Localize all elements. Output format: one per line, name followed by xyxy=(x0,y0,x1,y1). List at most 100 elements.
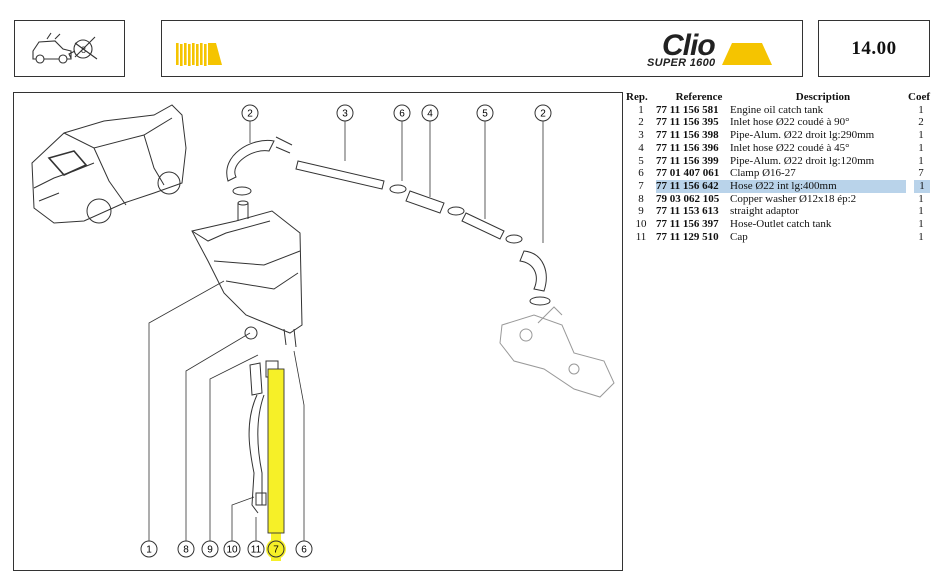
callout-circle xyxy=(393,104,411,122)
row-reference: 77 11 156 397 xyxy=(656,218,719,231)
table-row[interactable]: 1 77 11 156 581 Engine oil catch tank 1 xyxy=(626,104,936,117)
row-rep: 5 xyxy=(638,154,644,167)
callout-number: 7 xyxy=(273,545,279,556)
row-reference: 77 11 156 395 xyxy=(656,116,719,129)
callout-number: 4 xyxy=(427,109,433,120)
table-row[interactable]: 4 77 11 156 396 Inlet hose Ø22 coudé à 45°… xyxy=(626,142,936,155)
table-row[interactable]: 9 77 11 153 613 straight adaptor 1 xyxy=(626,205,936,218)
callout-circle xyxy=(421,104,439,122)
page-number-box: 14.00 xyxy=(818,20,930,77)
row-description: Engine oil catch tank xyxy=(730,103,824,116)
row-rep: 3 xyxy=(638,129,644,142)
highlighted-hose-7 xyxy=(266,368,286,561)
row-coef: 7 xyxy=(918,167,924,180)
row-rep: 9 xyxy=(638,205,644,218)
stripe-mark xyxy=(188,44,191,66)
callout-marker: 7 xyxy=(267,540,285,558)
callout-number: 6 xyxy=(399,109,405,120)
parts-table-header: Rep. Reference Description Coef xyxy=(626,91,936,104)
callout-marker: 11 xyxy=(247,540,265,558)
row-description: straight adaptor xyxy=(730,205,799,218)
brand-stripes-icon xyxy=(176,43,772,66)
callout-number: 2 xyxy=(247,109,253,120)
row-coef: 1 xyxy=(914,179,930,193)
callout-circle xyxy=(223,540,241,558)
row-coef: 1 xyxy=(918,218,924,231)
brand-logo-text: Clio xyxy=(662,29,716,62)
callout-marker: 6 xyxy=(393,104,411,122)
stripe-mark xyxy=(180,44,183,66)
row-reference: 77 11 153 613 xyxy=(656,205,719,218)
row-coef: 1 xyxy=(918,103,924,116)
callout-number: 6 xyxy=(301,545,307,556)
top-hose-assembly xyxy=(226,136,551,306)
callout-number: 10 xyxy=(226,545,238,556)
row-description: Hose-Outlet catch tank xyxy=(730,218,832,231)
callout-circle xyxy=(476,104,494,122)
svg-text:8: 8 xyxy=(81,45,86,55)
stripe-mark xyxy=(200,43,203,65)
row-reference: 77 11 156 581 xyxy=(656,103,719,116)
stripe-mark xyxy=(204,44,207,66)
table-row[interactable]: 10 77 11 156 397 Hose-Outlet catch tank 1 xyxy=(626,218,936,231)
stripe-mark xyxy=(196,44,199,66)
row-rep: 6 xyxy=(638,167,644,180)
brand-banner xyxy=(161,20,803,77)
callout-circle xyxy=(295,540,313,558)
callout-circle xyxy=(534,104,552,122)
callout-marker: 8 xyxy=(177,540,195,558)
stripe-mark xyxy=(722,43,772,65)
row-coef: 1 xyxy=(918,205,924,218)
callout-number: 2 xyxy=(540,109,546,120)
engine-section-icon: 8 xyxy=(32,32,98,64)
row-reference: 77 11 156 396 xyxy=(656,141,719,154)
header-description: Description xyxy=(795,91,851,103)
callout-number: 11 xyxy=(251,545,262,556)
header-rep: Rep. xyxy=(626,91,648,103)
callout-marker: 4 xyxy=(421,104,439,122)
page-number: 14.00 xyxy=(851,37,897,59)
callout-marker: 2 xyxy=(241,104,259,122)
row-description: Clamp Ø16-27 xyxy=(730,167,796,180)
row-description: Hose Ø22 int lg:400mm xyxy=(730,179,906,193)
row-coef: 1 xyxy=(918,129,924,142)
brand-logo-subtitle: SUPER 1600 xyxy=(647,57,716,69)
callout-circle xyxy=(177,540,195,558)
parts-table: Rep. Reference Description Coef 1 77 11 1… xyxy=(626,91,936,243)
row-reference: 77 11 156 398 xyxy=(656,129,719,142)
table-row[interactable]: 3 77 11 156 398 Pipe-Alum. Ø22 droit lg:29… xyxy=(626,129,936,142)
row-coef: 2 xyxy=(918,116,924,129)
row-rep: 10 xyxy=(635,218,647,231)
row-coef: 1 xyxy=(918,192,924,205)
row-coef: 1 xyxy=(918,141,924,154)
row-rep: 11 xyxy=(635,230,647,243)
stripe-mark xyxy=(192,43,195,65)
top-callouts: 2 3 6 4 5 2 xyxy=(241,104,552,122)
row-rep: 4 xyxy=(638,141,644,154)
callout-number: 8 xyxy=(183,545,189,556)
callout-marker: 5 xyxy=(476,104,494,122)
callout-marker: 6 xyxy=(295,540,313,558)
row-rep: 1 xyxy=(638,103,644,116)
table-row[interactable]: 5 77 11 156 399 Pipe-Alum. Ø22 droit lg:12… xyxy=(626,155,936,168)
callout-number: 5 xyxy=(482,109,488,120)
callout-marker: 3 xyxy=(336,104,354,122)
row-description: Pipe-Alum. Ø22 droit lg:290mm xyxy=(730,129,875,142)
callout-number: 3 xyxy=(342,109,348,120)
row-reference: 77 11 156 399 xyxy=(656,154,719,167)
engine-block-drawing xyxy=(499,306,615,398)
header-coef: Coef xyxy=(908,91,930,103)
catch-tank-drawing xyxy=(191,200,303,348)
callout-circle xyxy=(267,540,285,558)
header-reference: Reference xyxy=(675,91,723,103)
row-reference: 77 11 129 510 xyxy=(656,230,719,243)
row-description: Inlet hose Ø22 coudé à 45° xyxy=(730,141,850,154)
row-description: Pipe-Alum. Ø22 droit lg:120mm xyxy=(730,154,875,167)
